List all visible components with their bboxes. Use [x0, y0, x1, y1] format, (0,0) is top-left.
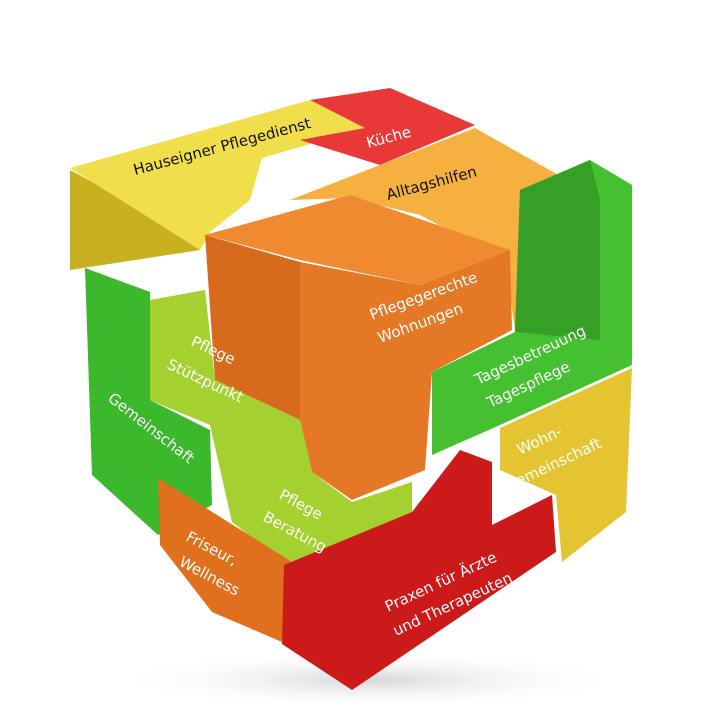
block-alltagshilfen — [290, 128, 585, 330]
block-praxen — [282, 450, 556, 690]
block-wohngemeinschaft — [500, 368, 632, 562]
block-gemeinschaft — [85, 268, 212, 535]
block-pflege-stuetzpunkt — [150, 290, 412, 592]
block-friseur — [158, 478, 292, 642]
block-kueche — [300, 88, 475, 165]
block-pflegegerechte-wohnungen — [205, 195, 512, 500]
block-tagesbetreuung — [432, 160, 632, 455]
floor-shadow — [110, 650, 630, 710]
block-hauseigner-pflegedienst — [70, 100, 365, 270]
